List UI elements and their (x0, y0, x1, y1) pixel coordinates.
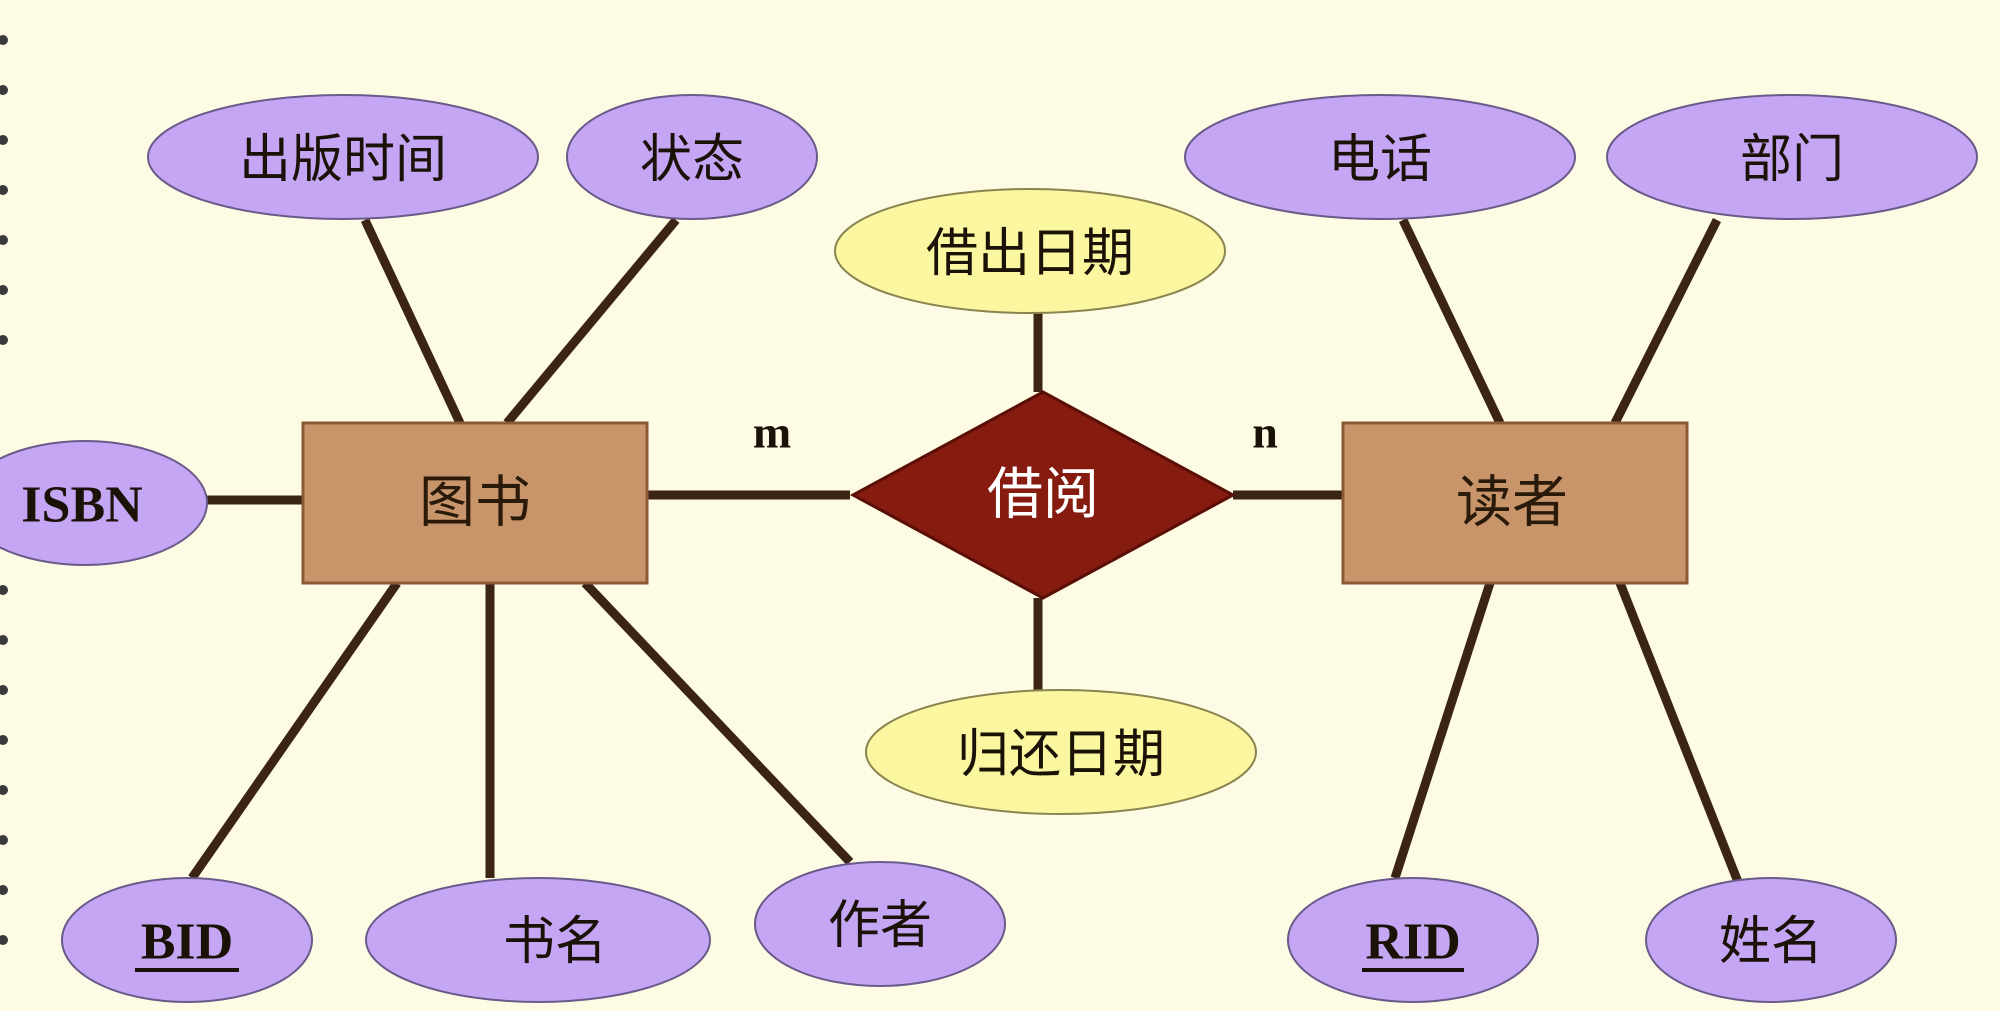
line-book-bid (188, 580, 401, 881)
line-reader-name (1615, 581, 1747, 894)
attr-book-title-label: 书名 (503, 912, 607, 972)
entity-book: 图书 (301, 421, 649, 585)
line-reader-phone (1398, 218, 1505, 425)
connector-lines (188, 217, 1747, 894)
line-book-author (581, 579, 854, 866)
entity-book-label: 图书 (419, 471, 531, 536)
line-reader-rid (1390, 581, 1495, 880)
attr-department-label: 部门 (1740, 130, 1844, 190)
attr-department: 部门 (1606, 94, 1978, 220)
attr-bid-label: BID (141, 914, 233, 971)
notebook-spiral (0, 35, 8, 945)
attr-status-label: 状态 (640, 130, 744, 190)
entity-book-box (301, 421, 649, 585)
cardinality-left: m (753, 407, 791, 458)
attr-name: 姓名 (1645, 877, 1897, 1003)
attr-book-title: 书名 (365, 877, 711, 1003)
attr-name-label: 姓名 (1719, 912, 1823, 972)
entity-reader: 读者 (1341, 421, 1689, 585)
relationship-borrow-diamond (849, 390, 1237, 600)
relationship-borrow: 借阅 (849, 390, 1237, 600)
attr-isbn: ISBN (0, 440, 208, 566)
attr-bid: BID (61, 877, 313, 1003)
attr-phone: 电话 (1184, 94, 1576, 220)
attr-rid: RID (1287, 877, 1539, 1003)
attr-phone-label: 电话 (1328, 130, 1432, 190)
line-reader-dept (1610, 217, 1722, 426)
attr-status: 状态 (566, 94, 818, 220)
cardinality-right: n (1252, 407, 1278, 458)
entity-reader-box (1341, 421, 1689, 585)
attr-author: 作者 (754, 861, 1006, 987)
entity-reader-label: 读者 (1456, 471, 1568, 536)
attr-borrow-date: 借出日期 (834, 188, 1226, 314)
attr-return-date-label: 归还日期 (957, 725, 1165, 785)
attr-return-date: 归还日期 (865, 689, 1257, 815)
relationship-borrow-label: 借阅 (987, 463, 1099, 528)
attr-publish-time-label: 出版时间 (239, 130, 447, 190)
attr-publish-time: 出版时间 (147, 94, 539, 220)
line-book-status (503, 217, 680, 426)
attr-author-label: 作者 (828, 896, 932, 956)
attr-borrow-date-label: 借出日期 (926, 224, 1134, 284)
attr-rid-label: RID (1365, 914, 1460, 971)
line-book-publish-time (360, 218, 465, 425)
attr-isbn-label: ISBN (21, 477, 142, 534)
